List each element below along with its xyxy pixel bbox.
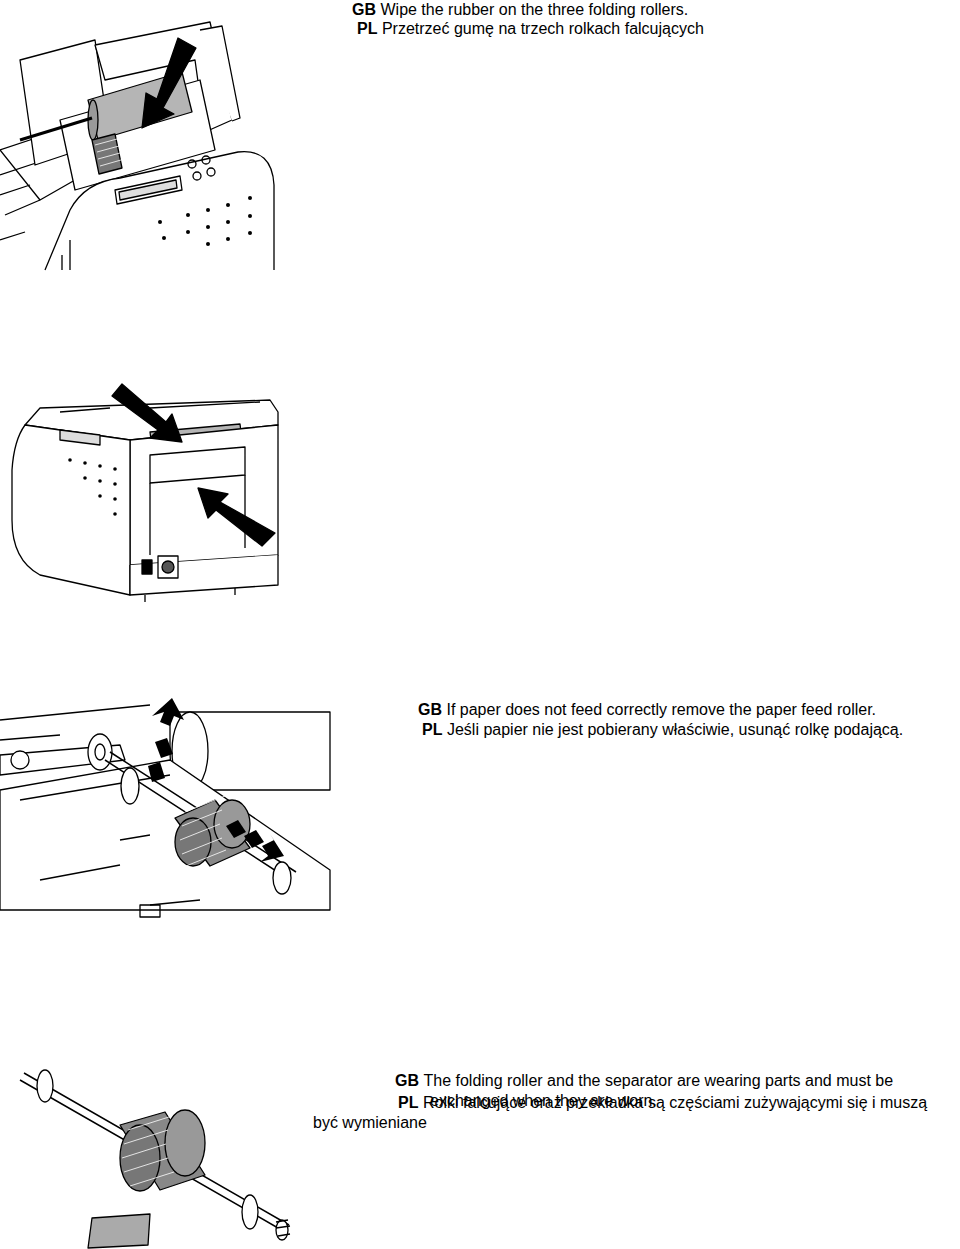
instruction-text: Jeśli papier nie jest pobierany właściwi… (447, 721, 903, 738)
language-code: PL (357, 20, 377, 37)
instruction-text: Wipe the rubber on the three folding rol… (380, 1, 688, 18)
language-code: GB (395, 1072, 419, 1089)
instruction-paragraph: GBWipe the rubber on the three folding r… (352, 0, 952, 20)
machine-open-lid (0, 22, 274, 270)
instruction-paragraph: GBIf paper does not feed correctly remov… (418, 700, 955, 720)
language-code: PL (398, 1094, 418, 1111)
machine-front-view (12, 384, 278, 602)
instruction-text: Przetrzeć gumę na trzech rolkach falcują… (382, 20, 704, 37)
instruction-paragraph: PLRolki falcujące oraz przekładka są czę… (313, 1093, 955, 1133)
instruction-paragraph: PL Przetrzeć gumę na trzech rolkach falcu… (357, 19, 955, 39)
feed-roller-closeup (0, 698, 330, 917)
instruction-paragraph: PL Jeśli papier nie jest pobierany właści… (422, 720, 955, 740)
language-code: GB (418, 701, 442, 718)
instruction-text: If paper does not feed correctly remove … (446, 701, 876, 718)
language-code: GB (352, 1, 376, 18)
language-code: PL (422, 721, 442, 738)
roller-and-separator (20, 1070, 290, 1248)
